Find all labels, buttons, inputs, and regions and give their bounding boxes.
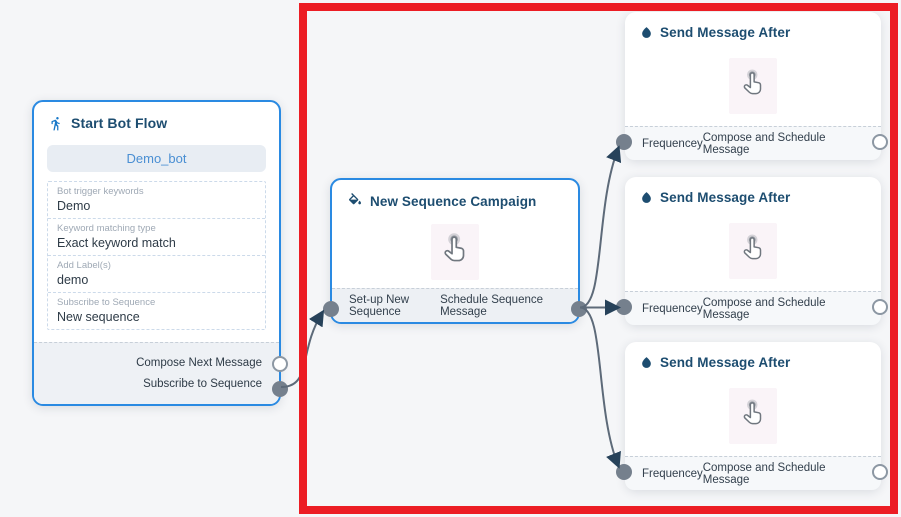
tap-hand-icon[interactable]: [729, 58, 777, 114]
output-label-schedule-sequence-message: Schedule Sequence Message: [440, 293, 544, 318]
node-header: Start Bot Flow: [34, 102, 279, 137]
output-port-schedule-sequence-message[interactable]: [571, 301, 587, 317]
edge-start-to-campaign: [280, 309, 325, 388]
input-label-frequency: Frequencey: [642, 467, 703, 480]
field-value: Demo: [57, 199, 91, 213]
node-send-message-after-1[interactable]: Send Message After Frequencey Compose an…: [616, 12, 888, 160]
node-header: Send Message After: [625, 342, 881, 376]
field-bot-trigger-keywords[interactable]: Bot trigger keywords Demo: [48, 182, 265, 218]
node-footer: Frequencey Compose and Schedule Message: [625, 291, 881, 325]
output-port-compose-next-message[interactable]: [272, 356, 288, 372]
node-title: Send Message After: [660, 355, 791, 370]
node-footer: Frequencey Compose and Schedule Message: [625, 126, 881, 160]
node-footer: Frequencey Compose and Schedule Message: [625, 456, 881, 490]
node-header: Send Message After: [625, 177, 881, 211]
output-label-compose-next-message: Compose Next Message: [136, 357, 262, 369]
output-port-compose-schedule[interactable]: [872, 464, 888, 480]
node-header: New Sequence Campaign: [332, 180, 578, 215]
input-label-frequency: Frequencey: [642, 302, 703, 315]
output-port-compose-schedule[interactable]: [872, 134, 888, 150]
input-port-frequency[interactable]: [616, 299, 632, 315]
field-label: Bot trigger keywords: [57, 186, 144, 197]
node-title: New Sequence Campaign: [370, 193, 537, 209]
field-label: Add Label(s): [57, 260, 111, 271]
walking-person-icon: [49, 116, 64, 131]
droplet-icon: [640, 25, 653, 40]
node-title: Start Bot Flow: [71, 115, 168, 131]
field-keyword-matching-type[interactable]: Keyword matching type Exact keyword matc…: [48, 218, 265, 255]
node-header: Send Message After: [625, 12, 881, 46]
node-body: [625, 46, 881, 126]
field-value: demo: [57, 273, 89, 287]
output-port-subscribe-to-sequence[interactable]: [272, 381, 288, 397]
node-body: [332, 215, 578, 288]
output-port-compose-schedule[interactable]: [872, 299, 888, 315]
node-send-message-after-3[interactable]: Send Message After Frequencey Compose an…: [616, 342, 888, 490]
field-value: New sequence: [57, 310, 140, 324]
node-title: Send Message After: [660, 25, 791, 40]
field-label: Keyword matching type: [57, 223, 156, 234]
edge-campaign-to-send3: [579, 306, 621, 469]
output-label-compose-schedule: Compose and Schedule Message: [702, 296, 826, 321]
droplet-icon: [640, 190, 653, 205]
node-footer: Set-up New Sequence Schedule Sequence Me…: [332, 288, 578, 322]
output-label-compose-schedule: Compose and Schedule Message: [702, 131, 826, 156]
input-label-frequency: Frequencey: [642, 137, 703, 150]
node-new-sequence-campaign[interactable]: New Sequence Campaign Set-up New Sequenc…: [323, 178, 587, 324]
tap-hand-icon[interactable]: [729, 223, 777, 279]
output-label-subscribe-to-sequence: Subscribe to Sequence: [143, 378, 262, 390]
field-subscribe-to-sequence[interactable]: Subscribe to Sequence New sequence: [48, 292, 265, 329]
ink-bottle-icon: [347, 193, 363, 209]
tap-hand-icon[interactable]: [431, 223, 479, 280]
field-value: Exact keyword match: [57, 236, 176, 250]
output-label-compose-schedule: Compose and Schedule Message: [702, 461, 826, 486]
node-body: [625, 376, 881, 456]
droplet-icon: [640, 355, 653, 370]
node-send-message-after-2[interactable]: Send Message After Frequencey Compose an…: [616, 177, 888, 325]
field-list: Bot trigger keywords Demo Keyword matchi…: [47, 181, 266, 330]
input-label-setup-new-sequence: Set-up New Sequence: [349, 293, 410, 318]
input-port-setup-new-sequence[interactable]: [323, 301, 339, 317]
tap-hand-icon[interactable]: [729, 388, 777, 444]
node-title: Send Message After: [660, 190, 791, 205]
node-footer: Compose Next Message Subscribe to Sequen…: [34, 342, 279, 404]
node-body: [625, 211, 881, 291]
bot-name-button[interactable]: Demo_bot: [47, 145, 266, 172]
input-port-frequency[interactable]: [616, 464, 632, 480]
edge-campaign-to-send1: [579, 145, 622, 309]
field-add-labels[interactable]: Add Label(s) demo: [48, 255, 265, 292]
field-label: Subscribe to Sequence: [57, 297, 156, 308]
node-start-bot-flow[interactable]: Start Bot Flow Demo_bot Bot trigger keyw…: [32, 100, 288, 406]
input-port-frequency[interactable]: [616, 134, 632, 150]
